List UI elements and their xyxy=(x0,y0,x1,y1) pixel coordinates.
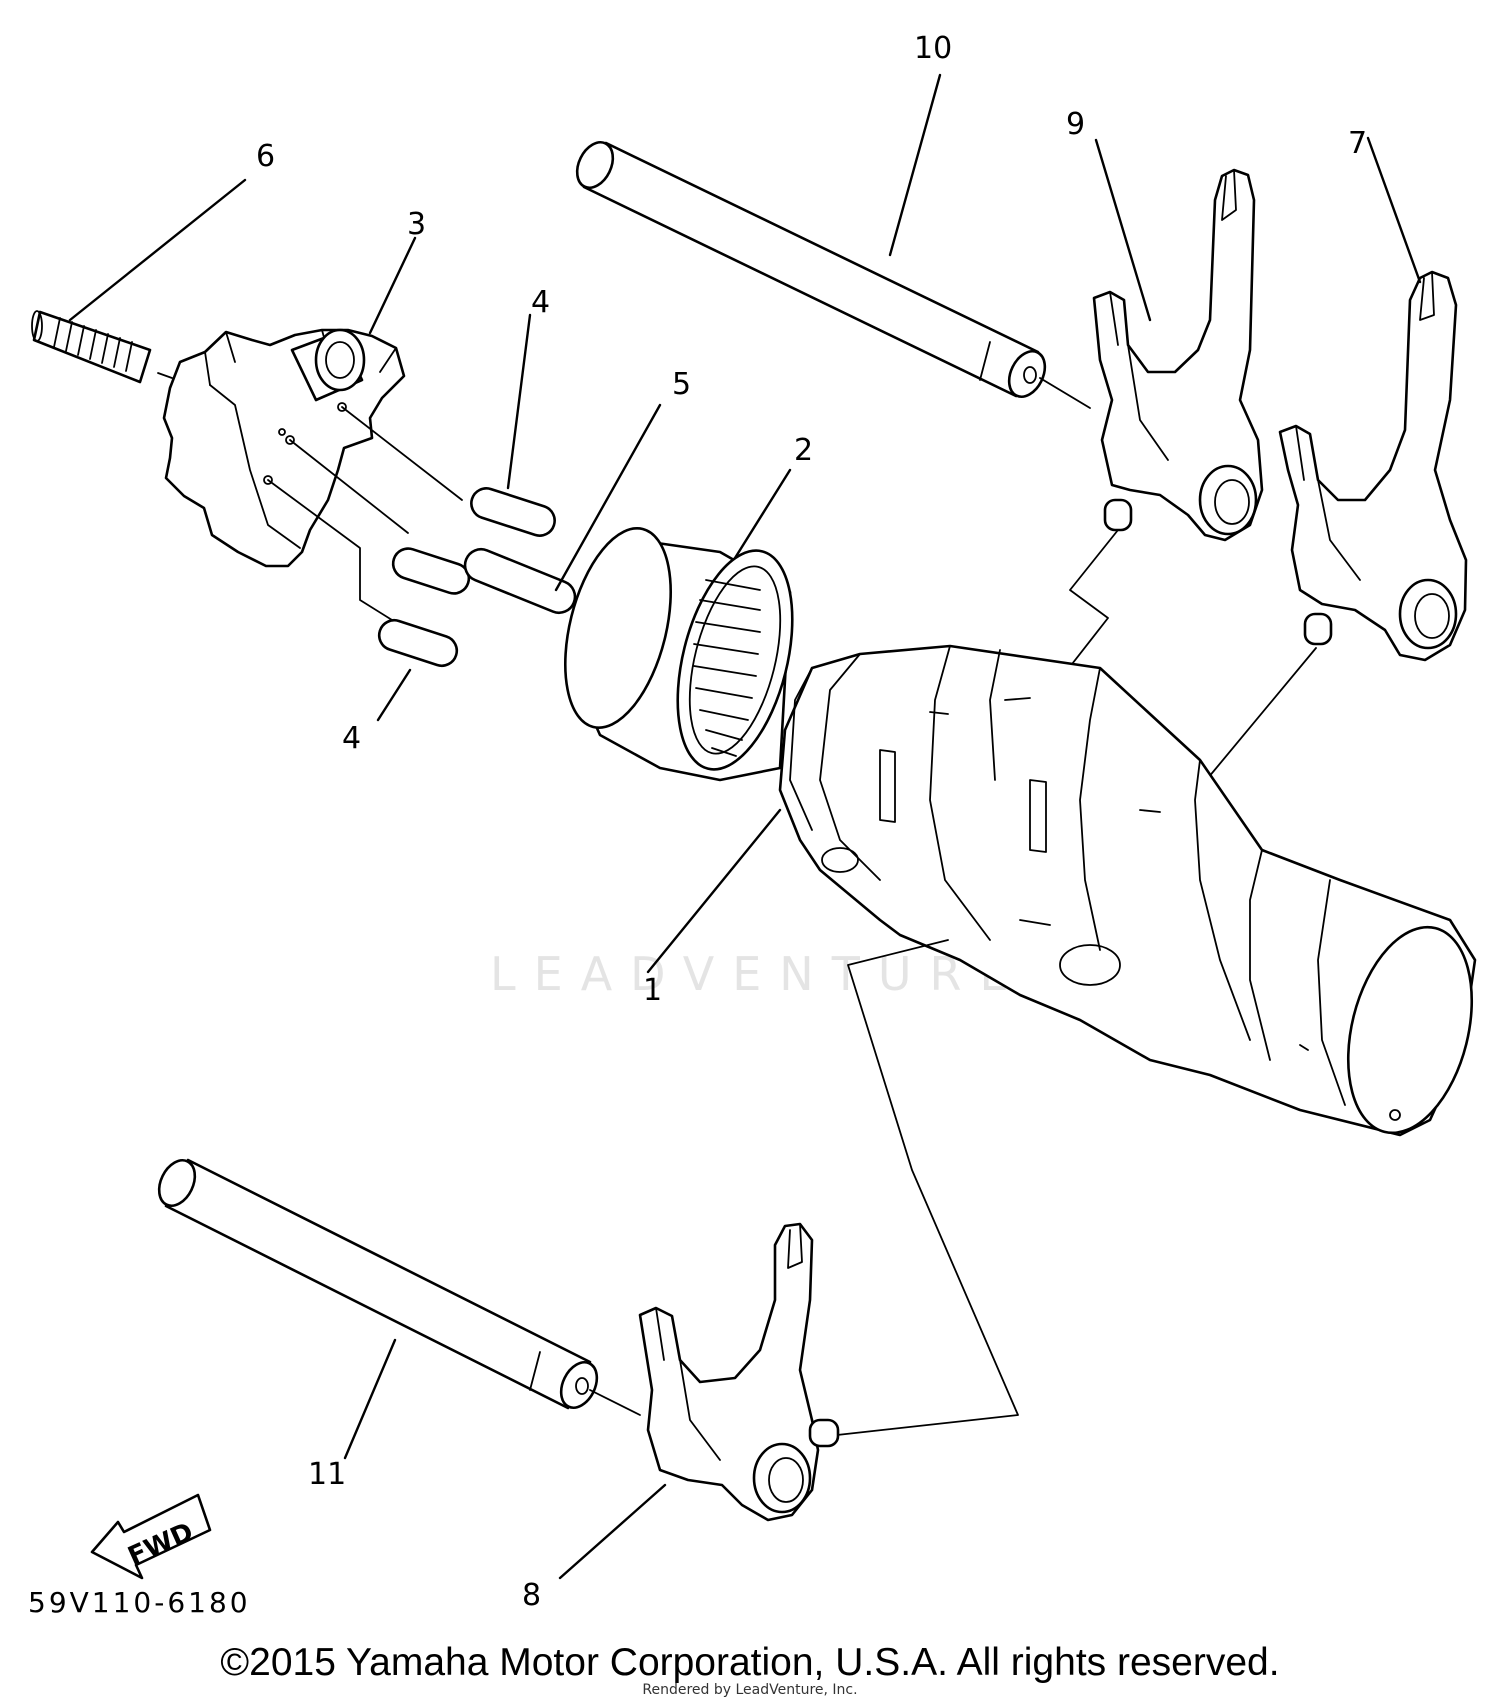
pin-guides xyxy=(267,406,463,621)
leader-6 xyxy=(68,178,247,322)
leader-10 xyxy=(888,73,942,257)
callout-4-lower: 4 xyxy=(342,721,361,756)
callout-11: 11 xyxy=(308,1457,346,1492)
diagram-canvas: LEADVENTURE xyxy=(28,31,1477,1619)
part-2-bearing xyxy=(563,527,794,782)
leader-7 xyxy=(1366,136,1422,284)
part-6-bolt xyxy=(31,310,173,384)
part-7-fork xyxy=(1278,270,1468,662)
fwd-arrow-icon: FWD xyxy=(90,1493,212,1580)
callout-1: 1 xyxy=(643,973,662,1008)
callout-3: 3 xyxy=(407,207,426,242)
rendered-by-text: Rendered by LeadVenture, Inc. xyxy=(642,1682,858,1698)
leader-4-upper xyxy=(506,313,532,490)
part-9-fork xyxy=(1092,168,1264,542)
part-8-fork xyxy=(638,1222,840,1522)
part-3-segment xyxy=(162,328,406,568)
callout-7: 7 xyxy=(1348,126,1367,161)
watermark-text: LEADVENTURE xyxy=(490,947,1027,1001)
part-10-shaft-upper xyxy=(575,141,1047,398)
callout-8: 8 xyxy=(522,1578,541,1613)
leader-8 xyxy=(558,1483,667,1580)
shaft-11-guide xyxy=(589,1389,641,1416)
part-11-shaft-lower xyxy=(157,1158,599,1410)
leader-9 xyxy=(1094,138,1152,322)
part-4-pin-lower xyxy=(377,618,459,668)
leader-11 xyxy=(343,1338,397,1460)
callout-9: 9 xyxy=(1066,107,1085,142)
part-4-pin-middle xyxy=(391,547,471,595)
callout-2: 2 xyxy=(794,433,813,468)
shaft-10-guide xyxy=(1039,377,1091,409)
callout-5: 5 xyxy=(672,367,691,402)
copyright-notice: ©2015 Yamaha Motor Corporation, U.S.A. A… xyxy=(220,1641,1280,1684)
part-code: 59V110-6180 xyxy=(28,1586,251,1619)
fork-9-guide xyxy=(1039,529,1119,706)
leader-2 xyxy=(733,468,792,560)
fork-8-guide xyxy=(827,939,1019,1437)
leader-3 xyxy=(368,236,417,335)
callout-10: 10 xyxy=(914,31,952,66)
part-5-pin xyxy=(463,547,577,615)
part-4-pin-upper xyxy=(470,487,556,537)
callout-6: 6 xyxy=(256,139,275,174)
leader-1 xyxy=(646,808,782,974)
leader-5 xyxy=(554,403,662,592)
part-1-shift-drum xyxy=(778,644,1477,1137)
fork-7-guide xyxy=(1197,647,1317,791)
leader-4-lower xyxy=(376,668,412,722)
callout-4-upper: 4 xyxy=(531,285,550,320)
